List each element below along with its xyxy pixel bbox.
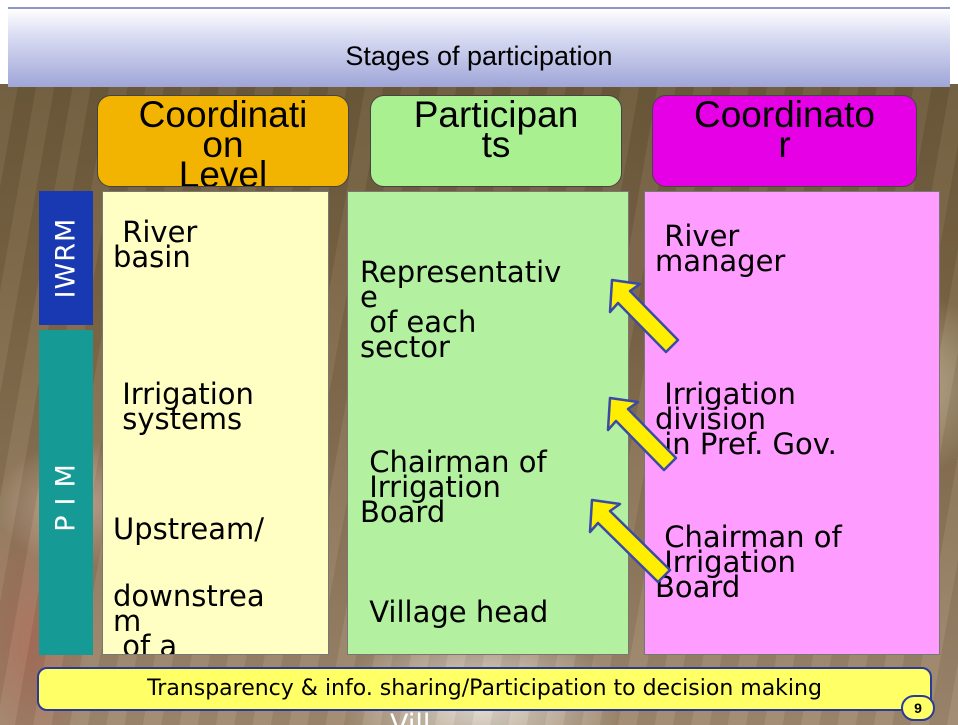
header-participants: Participan ts bbox=[370, 95, 622, 187]
chairman-coordinator-text: Chairman of Irrigation Board bbox=[655, 520, 842, 604]
iwrm-label-bar: IWRM bbox=[39, 191, 93, 325]
upstream-text: Upstream/ bbox=[113, 512, 265, 546]
downstream-text: downstrea m of a bbox=[113, 579, 265, 655]
overflow-text: Vill bbox=[390, 710, 430, 725]
pim-label-bar: PIM bbox=[39, 330, 93, 655]
page-number: 9 bbox=[901, 695, 935, 721]
header-coordination-level: Coordinati on Level bbox=[97, 95, 349, 187]
coordinator-column: River manager Irrigation division in Pre… bbox=[644, 191, 940, 655]
header-coordinator: Coordinato r bbox=[652, 95, 917, 187]
title-bar: Stages of participation bbox=[8, 7, 950, 87]
iwrm-label: IWRM bbox=[50, 217, 82, 299]
river-basin-text: River basin bbox=[113, 215, 198, 274]
header-coordinator-text: Coordinato r bbox=[693, 95, 875, 165]
pim-label: PIM bbox=[50, 453, 82, 532]
representative-text: Representativ e of each sector bbox=[360, 255, 562, 364]
header-participants-text: Participan ts bbox=[413, 95, 579, 165]
irrigation-division-text: Irrigation division in Pref. Gov. bbox=[655, 377, 837, 461]
river-manager-text: River manager bbox=[655, 219, 786, 278]
village-head-text: Village head bbox=[360, 595, 549, 629]
irrigation-systems-text: Irrigation systems bbox=[122, 377, 254, 436]
slide-title: Stages of participation bbox=[345, 41, 613, 71]
transparency-banner: Transparency & info. sharing/Participati… bbox=[37, 667, 932, 711]
coordination-level-column: River basin Irrigation systems Upstream/… bbox=[102, 191, 329, 655]
chairman-participant-text: Chairman of Irrigation Board bbox=[360, 445, 547, 529]
participants-column: Representativ e of each sector Chairman … bbox=[347, 191, 629, 655]
header-coordination-level-text: Coordinati on Level bbox=[138, 95, 308, 187]
